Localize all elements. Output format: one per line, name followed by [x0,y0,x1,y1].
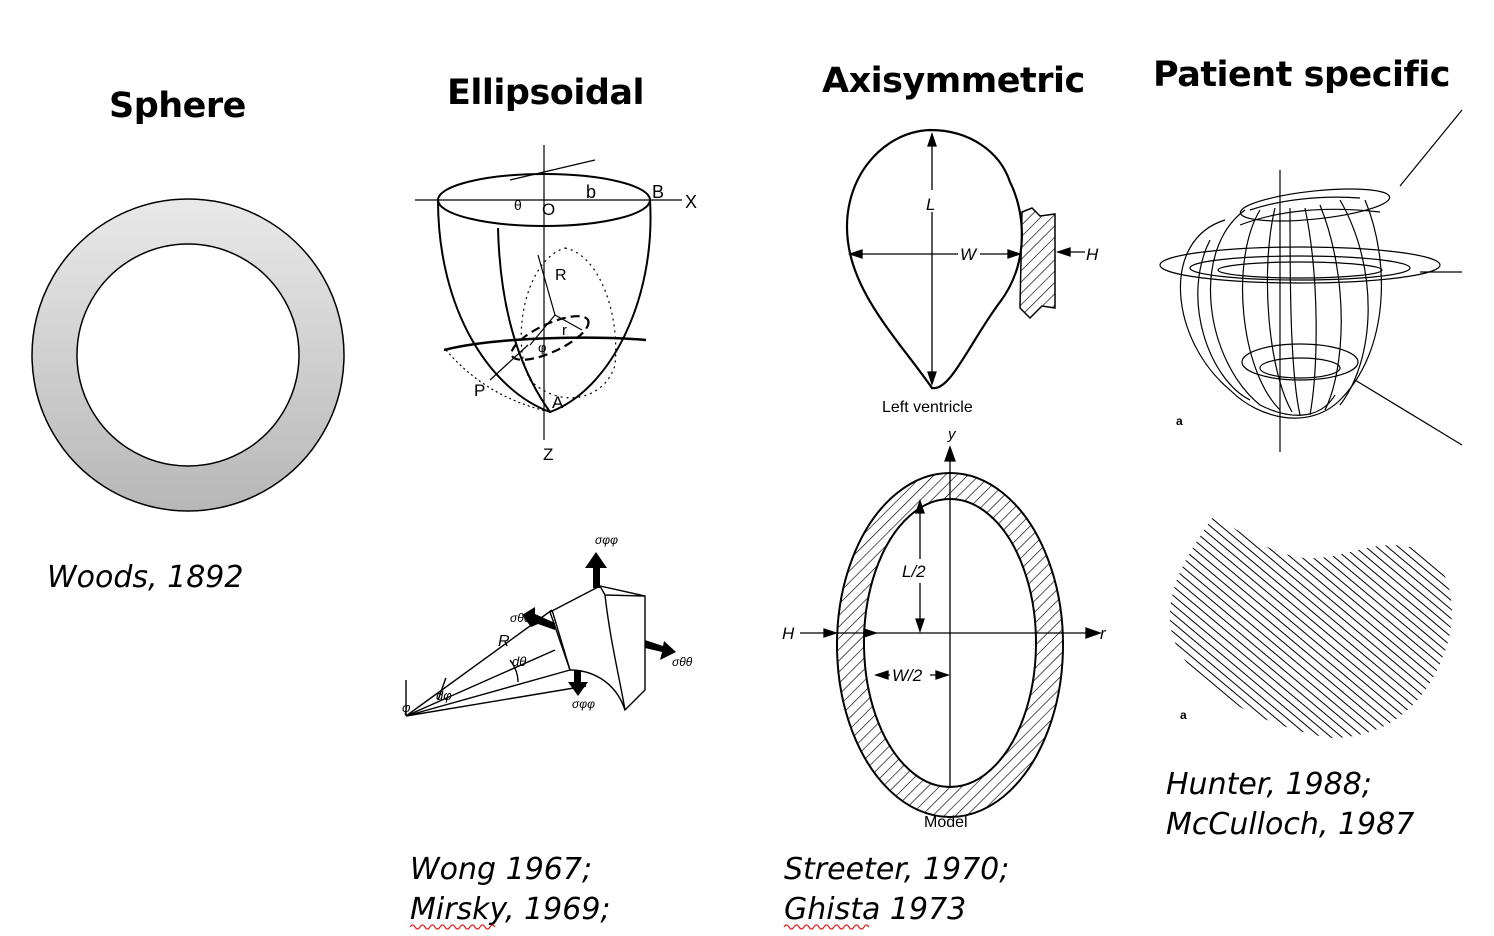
citation-sphere: Woods, 1892 [47,558,243,598]
label-a-top: a [1176,414,1183,428]
citation-line: Woods, 1892 [47,560,244,595]
citation-line: Wong 1967; [410,852,593,887]
patient-specific-wireframe-diagram: a [1159,109,1463,452]
arrow-sigma-thetatheta-right [645,640,676,660]
spellcheck-squiggle-ghista [783,924,870,930]
label-A: A [552,393,564,412]
label-r-axis: r [1100,624,1107,643]
label-sigma-thetatheta-right: σθθ [672,655,693,669]
axisymmetric-model-diagram: y L/2 W/2 H r Model [782,426,1107,831]
label-L: L [926,195,935,214]
citation-ellipsoidal: Wong 1967; Mirsky, 1969; [410,850,611,930]
label-O: O [542,200,555,219]
caption-model: Model [924,814,968,831]
label-sigma-phiphi-top: σφφ [595,533,618,547]
heading-ellipsoidal: Ellipsoidal [447,73,645,113]
label-H-bottom: H [782,624,795,643]
label-b: b [586,182,596,202]
citation-line: McCulloch, 1987 [1166,807,1415,842]
label-dtheta: dθ [512,654,526,669]
citation-patient-specific: Hunter, 1988; McCulloch, 1987 [1166,765,1414,845]
label-B: B [652,182,664,202]
left-ventricle-outline [845,128,1023,390]
label-sigma-phiphi-bottom: σφφ [572,697,595,711]
label-y: y [947,426,957,443]
patient-specific-fiber-diagram: a [1169,518,1452,738]
sphere-ring-diagram [31,198,345,512]
heading-patient-specific: Patient specific [1153,55,1450,95]
ellipsoidal-shell-diagram: b B X O θ R r φ P A Z [415,145,697,464]
label-dphi: dφ [436,688,452,703]
ellipsoidal-stress-element-diagram: σφφ σθθ σθθ σφφ R dθ dφ φ [402,533,693,717]
caption-left-ventricle: Left ventricle [882,399,973,416]
label-R: R [555,267,567,284]
citation-axisymmetric: Streeter, 1970; Ghista 1973 [784,850,1009,930]
label-R-bottom: R [498,633,510,650]
arrow-sigma-phiphi-up [585,552,607,588]
heading-sphere: Sphere [109,86,246,126]
left-ventricle-diagram: L W H Left ventricle [845,128,1099,416]
label-sigma-thetatheta-left: σθθ [510,611,531,625]
spellcheck-squiggle-mirsky [409,924,496,930]
arrow-sigma-thetatheta-left [522,607,555,630]
label-phi-bottom: φ [402,700,411,715]
label-phi: φ [538,340,546,355]
heading-axisymmetric: Axisymmetric [822,61,1085,101]
label-X: X [685,192,697,212]
label-W: W [960,245,978,264]
citation-line: Ghista 1973 [784,892,967,927]
label-L2: L/2 [902,562,926,581]
label-Z: Z [543,445,553,464]
citation-line: Mirsky, 1969; [410,892,611,927]
arrow-sigma-phiphi-down [568,670,588,696]
label-W2: W/2 [892,666,923,685]
sphere-ring-wall [31,198,345,512]
citation-line: Hunter, 1988; [1166,767,1372,802]
wall-hatch [1019,207,1056,320]
label-H-top: H [1086,245,1099,264]
model-wall [836,472,1064,818]
label-theta: θ [514,197,522,213]
fiber-mesh [1169,518,1452,738]
citation-line: Streeter, 1970; [784,852,1010,887]
label-r: r [562,322,567,339]
label-P: P [474,381,485,400]
label-a-bottom: a [1180,708,1187,722]
